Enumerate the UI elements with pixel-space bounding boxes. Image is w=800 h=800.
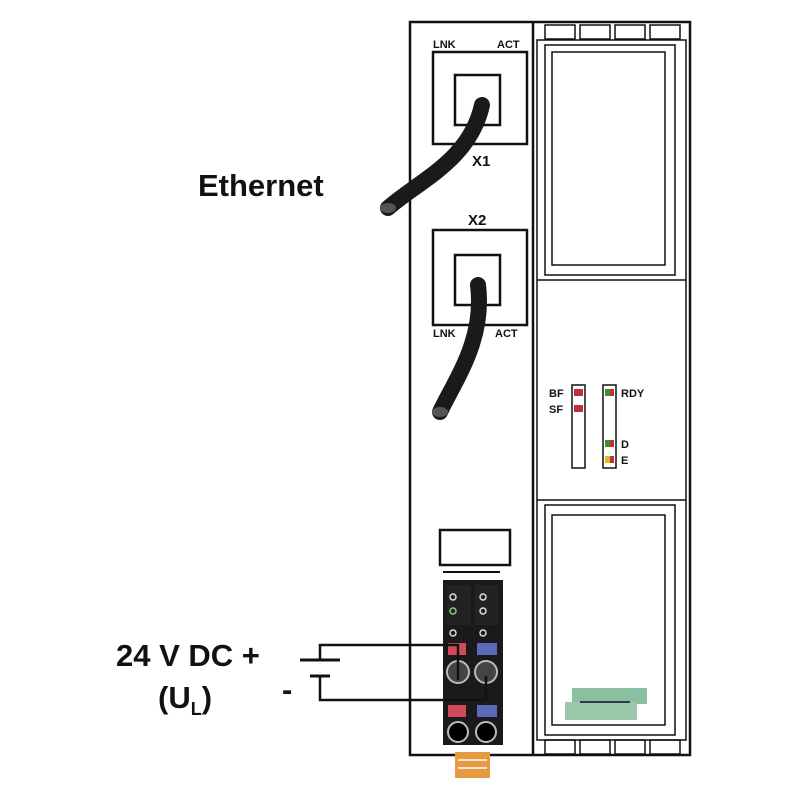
led-label-sf: SF [549,404,563,416]
port-label-x2: X2 [468,212,486,229]
top-tabs [544,24,681,40]
ul-label: (UL) [158,680,212,719]
ethernet-label: Ethernet [198,168,324,203]
led-label-rdy: RDY [621,388,645,400]
top-panel [544,44,676,276]
module-housing [408,20,692,757]
ethernet-cable-x1 [380,97,490,216]
led-panel: BF SF RDY D E [549,384,645,469]
lnk-label-x1: LNK [433,39,456,51]
green-marker-label [565,688,647,720]
act-label-x1: ACT [497,39,520,51]
led-e [605,456,614,463]
terminal-blue-lower [477,705,497,717]
minus-label: - [282,672,292,707]
label-window [438,528,512,567]
led-label-bf: BF [549,388,564,400]
led-bf [574,389,583,396]
orange-release-tab[interactable] [455,752,490,778]
bottom-tabs [544,739,681,755]
ethernet-cable-x2 [432,277,488,420]
terminal-red-lower [448,705,466,717]
bottom-panel [544,504,676,736]
cable-end-icon [432,407,448,417]
wire-negative [318,676,488,702]
led-rdy [605,389,614,396]
act-label-x2: ACT [495,328,518,340]
right-column [536,39,687,741]
power-label: 24 V DC + [116,638,260,673]
port-label-x1: X1 [472,153,490,170]
led-d [605,440,614,447]
led-sf [574,405,583,412]
power-connector[interactable] [443,580,503,745]
led-label-e: E [621,455,628,467]
cable-end-icon [380,203,396,213]
wire-positive [318,643,460,680]
lnk-label-x2: LNK [433,328,456,340]
led-label-d: D [621,439,629,451]
ethernet-port-x1[interactable] [431,50,529,146]
terminal-blue-upper [477,643,497,655]
